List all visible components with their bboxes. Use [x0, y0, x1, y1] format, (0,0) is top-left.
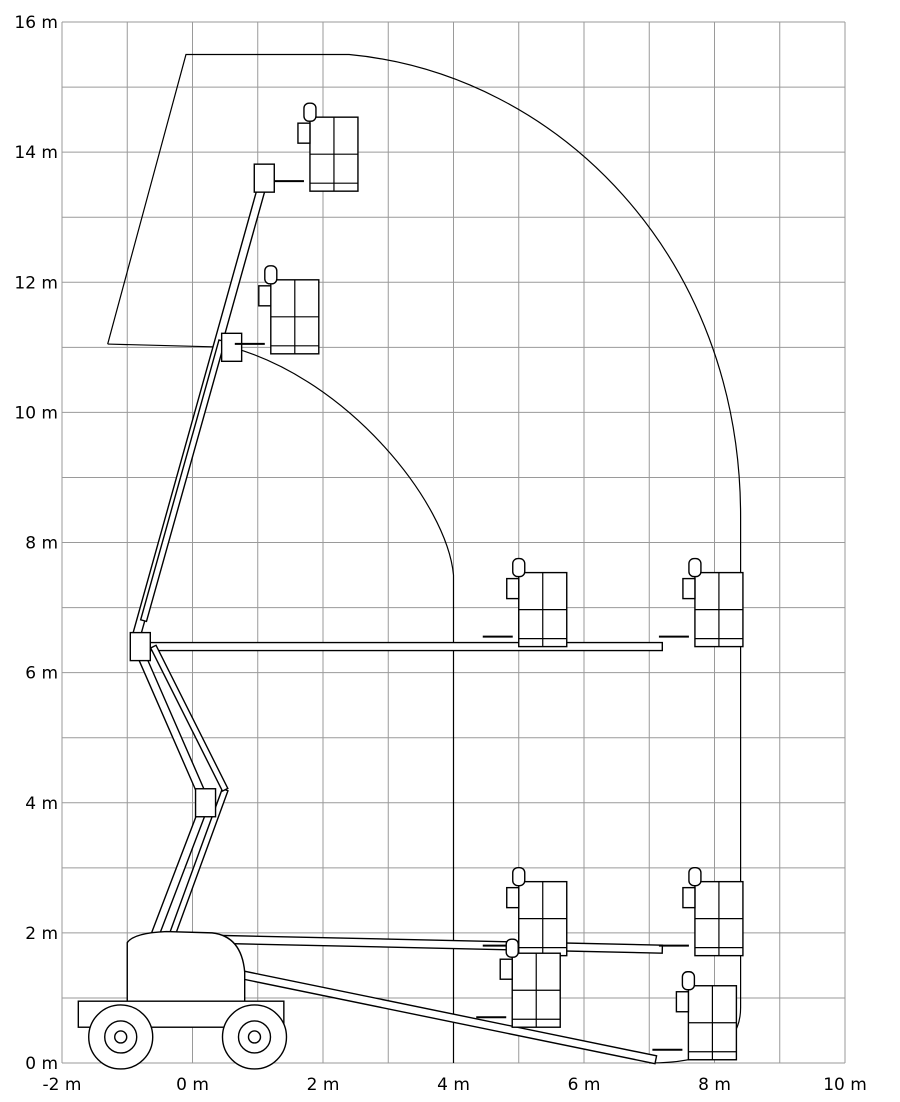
- riser-arm-upper: [135, 650, 211, 806]
- x-tick-label: -2 m: [43, 1075, 82, 1095]
- control-box: [297, 122, 311, 144]
- y-tick-label: 16 m: [14, 13, 58, 33]
- control-box: [675, 991, 690, 1013]
- y-tick-label: 8 m: [25, 534, 58, 554]
- y-tick-label: 0 m: [25, 1054, 58, 1074]
- turret: [126, 930, 246, 1002]
- control-handle: [512, 866, 526, 887]
- control-handle: [688, 866, 702, 887]
- outer-reach-envelope: [107, 53, 742, 1064]
- control-handle: [688, 557, 702, 578]
- y-tick-label: 14 m: [14, 143, 58, 163]
- control-box: [258, 285, 272, 307]
- x-tick-label: 2 m: [307, 1075, 340, 1095]
- inner-reach-envelope: [107, 343, 455, 1063]
- boom-joint: [220, 332, 243, 363]
- y-tick-label: 2 m: [25, 924, 58, 944]
- control-handle: [303, 102, 317, 122]
- control-box: [682, 886, 696, 909]
- control-handle: [681, 971, 696, 991]
- platform-basket: [652, 971, 738, 1061]
- y-tick-label: 6 m: [25, 664, 58, 684]
- wheel-hub: [247, 1030, 262, 1044]
- y-tick-label: 10 m: [14, 403, 58, 423]
- x-tick-label: 4 m: [437, 1075, 470, 1095]
- platform-positions: [234, 102, 744, 1061]
- aerial-lift-drawing: [77, 163, 664, 1070]
- platform-basket: [476, 938, 561, 1028]
- platform-basket: [273, 102, 359, 192]
- x-tick-label: 8 m: [698, 1075, 731, 1095]
- control-box: [506, 577, 520, 600]
- control-handle: [264, 265, 278, 285]
- control-box: [499, 958, 513, 980]
- control-handle: [505, 938, 519, 958]
- working-envelope: [107, 53, 742, 1064]
- control-box: [682, 577, 696, 600]
- platform-basket: [482, 866, 568, 957]
- y-tick-label: 4 m: [25, 794, 58, 814]
- x-tick-label: 0 m: [176, 1075, 209, 1095]
- boom-joint: [129, 631, 152, 662]
- horizontal-boom: [139, 641, 663, 652]
- control-box: [506, 886, 520, 909]
- platform-basket: [482, 557, 568, 648]
- boom-joint: [253, 163, 275, 193]
- x-axis-labels: -2 m 0 m 2 m 4 m 6 m 8 m 10 m: [43, 1075, 867, 1095]
- platform-basket: [658, 866, 744, 957]
- control-handle: [512, 557, 526, 578]
- telescopic-boom-inner: [139, 339, 226, 623]
- wheel-hub: [114, 1030, 128, 1044]
- lower-boom-mid: [217, 934, 664, 954]
- x-tick-label: 10 m: [823, 1075, 867, 1095]
- y-axis-labels: 0 m 2 m 4 m 6 m 8 m 10 m 12 m 14 m 16 m: [14, 13, 58, 1074]
- boom-joint: [194, 788, 217, 818]
- platform-basket: [658, 557, 744, 648]
- platform-basket: [234, 265, 320, 355]
- y-tick-label: 12 m: [14, 273, 58, 293]
- x-tick-label: 6 m: [568, 1075, 601, 1095]
